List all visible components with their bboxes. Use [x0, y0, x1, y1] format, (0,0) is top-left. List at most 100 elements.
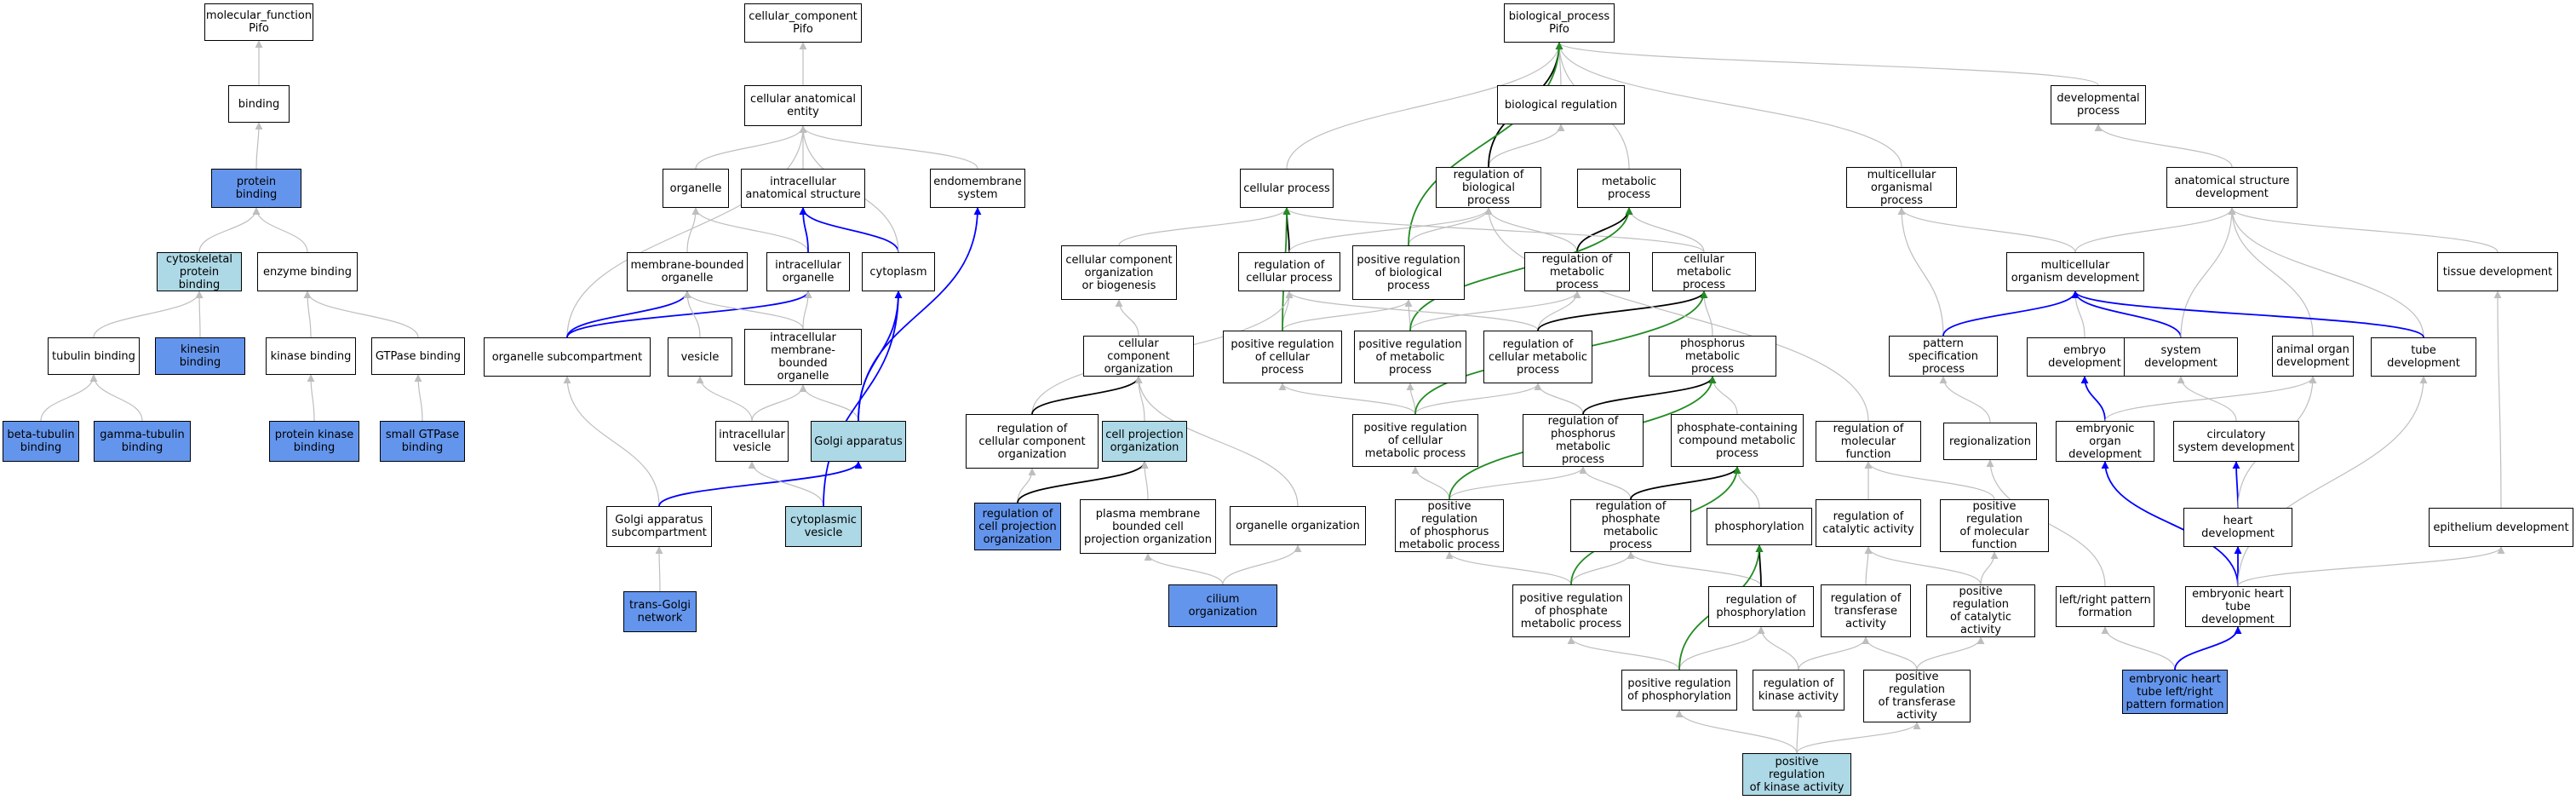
go-term-node[interactable]: regulation of transferase activity	[1821, 584, 1911, 637]
go-term-node[interactable]: developmental process	[2051, 85, 2146, 124]
go-term-node[interactable]: embryonic heart tube development	[2185, 586, 2291, 627]
go-term-node[interactable]: multicellular organismal process	[1846, 167, 1957, 208]
go-term-node[interactable]: regulation of phosphorylation	[1708, 586, 1814, 627]
go-term-node[interactable]: small GTPase binding	[380, 421, 465, 462]
go-term-node[interactable]: intracellular organelle	[766, 252, 850, 291]
go-term-node[interactable]: pattern specification process	[1889, 336, 1998, 377]
go-term-node[interactable]: positive regulation of molecular functio…	[1940, 499, 2049, 552]
go-term-node[interactable]: cytoskeletal protein binding	[157, 252, 242, 291]
go-term-node[interactable]: protein kinase binding	[269, 421, 359, 462]
edge-black	[1576, 207, 1633, 253]
go-term-node[interactable]: membrane-bounded organelle	[627, 252, 748, 291]
go-term-node[interactable]: regulation of phosphorus metabolic proce…	[1523, 414, 1644, 467]
edge-grey	[198, 207, 261, 253]
go-term-node[interactable]: phosphate-containing compound metabolic …	[1671, 414, 1804, 467]
go-term-node[interactable]: gamma-tubulin binding	[94, 421, 191, 462]
edge-grey	[2074, 207, 2236, 253]
go-term-node[interactable]: circulatory system development	[2173, 421, 2299, 462]
go-term-node[interactable]: tube development	[2371, 337, 2476, 377]
go-term-node[interactable]: organelle organization	[1230, 506, 1366, 545]
edge-grey	[1555, 42, 1902, 168]
go-term-node[interactable]: regionalization	[1943, 423, 2037, 460]
go-term-node[interactable]: positive regulation of cellular metaboli…	[1352, 414, 1478, 467]
go-term-node[interactable]: Golgi apparatus subcompartment	[606, 506, 712, 547]
go-term-node[interactable]: positive regulation of cellular process	[1223, 331, 1342, 383]
go-term-node[interactable]: plasma membrane bounded cell projection …	[1080, 499, 1216, 554]
edge-grey	[2228, 207, 2314, 337]
edge-grey	[1939, 376, 1991, 423]
go-term-node[interactable]: regulation of catalytic activity	[1816, 499, 1921, 547]
go-term-node[interactable]: enzyme binding	[257, 252, 358, 291]
go-term-node[interactable]: cellular component organization	[1083, 336, 1194, 377]
go-term-node[interactable]: embryo development	[2027, 337, 2143, 377]
go-term-node[interactable]: vesicle	[668, 337, 732, 377]
go-term-node[interactable]: cellular metabolic process	[1652, 252, 1756, 291]
go-term-node[interactable]: metabolic process	[1577, 169, 1681, 208]
go-term-node[interactable]: regulation of kinase activity	[1753, 670, 1845, 711]
go-term-node[interactable]: intracellular anatomical structure	[741, 169, 865, 208]
go-term-node[interactable]: Golgi apparatus	[811, 421, 906, 462]
go-term-node[interactable]: positive regulation of catalytic activit…	[1926, 584, 2035, 637]
go-term-node[interactable]: animal organ development	[2272, 336, 2354, 377]
go-term-node[interactable]: cilium organization	[1168, 584, 1277, 627]
go-term-node[interactable]: cellular component organization or bioge…	[1061, 245, 1177, 300]
go-term-node[interactable]: positive regulation of phosphorus metabo…	[1395, 499, 1504, 552]
edge-grey	[1916, 636, 1985, 671]
go-term-node[interactable]: biological regulation	[1497, 85, 1625, 124]
go-term-node[interactable]: positive regulation of metabolic process	[1354, 331, 1466, 383]
go-term-node[interactable]: multicellular organism development	[2006, 252, 2144, 291]
go-term-node[interactable]: regulation of cellular process	[1238, 252, 1340, 291]
go-term-node[interactable]: anatomical structure development	[2166, 167, 2298, 208]
go-term-node[interactable]: regulation of biological process	[1436, 167, 1541, 208]
go-term-node[interactable]: organelle subcompartment	[484, 337, 651, 377]
go-term-node[interactable]: binding	[228, 85, 290, 123]
go-term-node[interactable]: tubulin binding	[48, 337, 140, 375]
go-term-node[interactable]: biological_process Pifo	[1504, 3, 1615, 43]
go-term-node[interactable]: positive regulation of transferase activ…	[1863, 670, 1971, 722]
edge-grey	[1980, 551, 1999, 585]
go-term-node[interactable]: molecular_function Pifo	[204, 3, 313, 41]
go-term-node[interactable]: cellular process	[1240, 169, 1334, 208]
go-term-node[interactable]: kinase binding	[266, 337, 356, 375]
go-term-node[interactable]: tissue development	[2437, 252, 2558, 291]
go-term-node[interactable]: beta-tubulin binding	[3, 421, 79, 462]
edge-blue	[799, 207, 899, 253]
edge-blue	[566, 291, 812, 338]
go-term-node[interactable]: positive regulation of biological proces…	[1352, 245, 1465, 300]
go-term-node[interactable]: positive regulation of phosphate metabol…	[1512, 584, 1630, 637]
go-term-node[interactable]: regulation of metabolic process	[1524, 252, 1630, 291]
go-term-node[interactable]: epithelium development	[2429, 508, 2573, 547]
go-term-node[interactable]: phosphorus metabolic process	[1649, 336, 1776, 377]
edge-black	[1582, 376, 1717, 415]
go-term-node[interactable]: regulation of molecular function	[1816, 421, 1921, 462]
go-term-node[interactable]: cell projection organization	[1102, 421, 1187, 462]
go-term-node[interactable]: cellular_component Pifo	[744, 3, 862, 43]
go-term-node[interactable]: embryonic heart tube left/right pattern …	[2122, 670, 2228, 714]
go-term-node[interactable]: phosphorylation	[1707, 508, 1812, 545]
edge-grey	[1864, 546, 1982, 585]
edge-grey	[1897, 207, 1944, 337]
go-term-node[interactable]: system development	[2124, 337, 2238, 377]
go-term-node[interactable]: regulation of cellular component organiz…	[966, 414, 1099, 469]
go-term-node[interactable]: regulation of phosphate metabolic proces…	[1570, 499, 1691, 552]
go-term-node[interactable]: regulation of cellular metabolic process	[1483, 331, 1592, 383]
go-term-node[interactable]: GTPase binding	[371, 337, 465, 375]
go-term-node[interactable]: kinesin binding	[155, 337, 245, 375]
go-term-node[interactable]: cytoplasmic vesicle	[785, 506, 862, 547]
go-term-node[interactable]: protein binding	[211, 169, 301, 208]
go-term-node[interactable]: positive regulation of phosphorylation	[1621, 670, 1737, 711]
edge-grey	[691, 207, 809, 253]
go-term-node[interactable]: organelle	[663, 169, 729, 208]
go-term-node[interactable]: cellular anatomical entity	[744, 85, 862, 126]
go-term-node[interactable]: heart development	[2183, 508, 2292, 547]
go-term-node[interactable]: trans-Golgi network	[623, 591, 697, 632]
go-term-node[interactable]: intracellular vesicle	[715, 421, 789, 462]
go-term-node[interactable]: intracellular membrane-bounded organelle	[744, 329, 862, 385]
go-term-node[interactable]: positive regulation of kinase activity	[1742, 753, 1851, 796]
go-term-node[interactable]: regulation of cell projection organizati…	[974, 503, 1061, 550]
go-term-node[interactable]: left/right pattern formation	[2056, 586, 2154, 627]
go-term-node[interactable]: embryonic organ development	[2056, 421, 2154, 462]
edge-grey	[799, 384, 859, 422]
go-term-node[interactable]: endomembrane system	[930, 169, 1025, 208]
go-term-node[interactable]: cytoplasm	[862, 252, 935, 291]
